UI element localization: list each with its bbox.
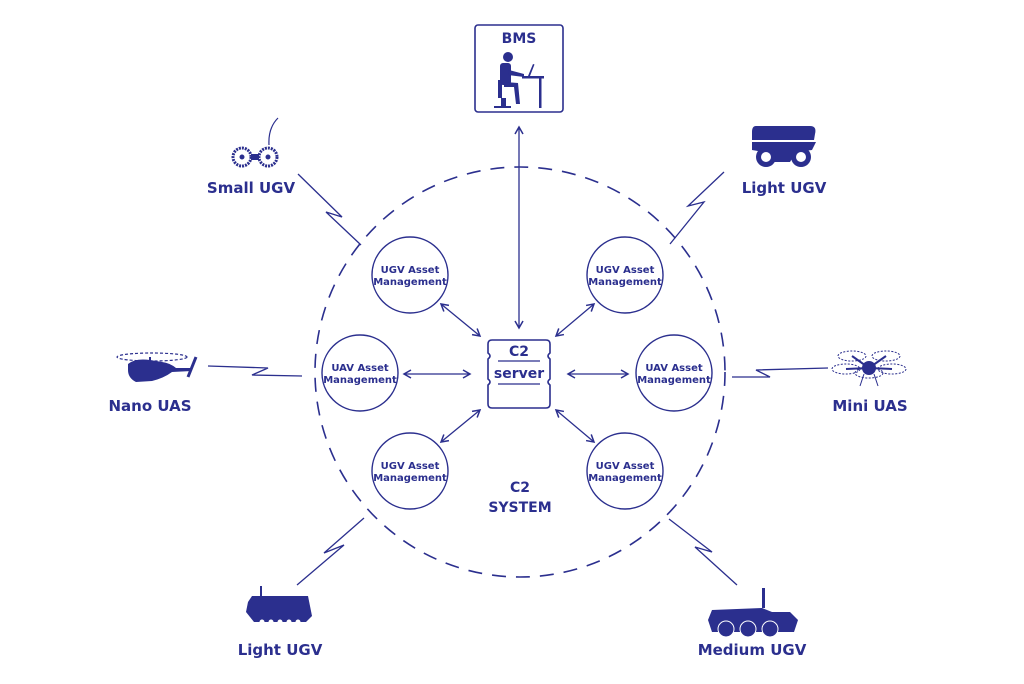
asset-medium-ugv[interactable]: Medium UGV (698, 588, 807, 659)
six-wheel-vehicle-icon (708, 588, 798, 638)
svg-text:UAV Asset: UAV Asset (331, 363, 389, 374)
radio-link-medium-ugv (668, 518, 738, 586)
module-uav-left[interactable]: UAV Asset Management (321, 334, 399, 412)
helicopter-icon (116, 352, 198, 382)
asset-label: Light UGV (238, 641, 323, 659)
c2-server-label-line1: C2 (509, 344, 529, 360)
arrow-top-left (439, 303, 482, 337)
svg-text:UGV Asset: UGV Asset (596, 265, 655, 276)
radio-links (207, 171, 829, 586)
small-ugv-icon (231, 117, 279, 168)
operator-at-desk-icon (494, 52, 544, 108)
module-ugv-top-left[interactable]: UGV Asset Management (371, 236, 449, 314)
svg-text:Management: Management (588, 473, 662, 484)
svg-text:UGV Asset: UGV Asset (596, 461, 655, 472)
svg-text:Management: Management (637, 375, 711, 386)
svg-text:UAV Asset: UAV Asset (645, 363, 703, 374)
c2-server[interactable]: C2 server (487, 339, 551, 409)
svg-text:Management: Management (588, 277, 662, 288)
svg-text:Management: Management (323, 375, 397, 386)
radio-link-nano-uas (207, 365, 303, 377)
svg-text:UGV Asset: UGV Asset (381, 265, 440, 276)
radio-link-mini-uas (732, 367, 829, 378)
svg-text:Management: Management (373, 473, 447, 484)
asset-label: Medium UGV (698, 641, 807, 659)
asset-label: Nano UAS (108, 397, 191, 415)
asset-label: Mini UAS (832, 397, 907, 415)
asset-light-ugv-top[interactable]: Light UGV (742, 126, 827, 197)
arrow-top-right (554, 303, 596, 337)
module-ugv-bottom-left[interactable]: UGV Asset Management (371, 432, 449, 510)
asset-label: Light UGV (742, 179, 827, 197)
svg-text:UGV Asset: UGV Asset (381, 461, 440, 472)
asset-small-ugv[interactable]: Small UGV (207, 117, 296, 197)
radio-link-small-ugv (297, 173, 362, 246)
module-uav-right[interactable]: UAV Asset Management (635, 334, 713, 412)
radio-link-light-ugv-top (669, 171, 725, 245)
server-module-arrows (402, 303, 630, 443)
c2-system-label-line2: SYSTEM (488, 500, 551, 516)
light-ugv-wheeled-icon (752, 126, 816, 167)
arrow-bottom-left (439, 409, 482, 443)
c2-server-label-line2: server (494, 366, 544, 382)
c2-system-label-line1: C2 (510, 480, 530, 496)
arrow-bottom-right (554, 409, 596, 443)
hexacopter-icon (831, 350, 907, 387)
bms-node[interactable]: BMS (474, 24, 564, 113)
radio-link-light-ugv-bottom (296, 517, 365, 586)
tracked-vehicle-icon (246, 586, 312, 625)
asset-nano-uas[interactable]: Nano UAS (108, 352, 198, 415)
module-ugv-top-right[interactable]: UGV Asset Management (586, 236, 664, 314)
asset-light-ugv-bottom[interactable]: Light UGV (238, 586, 323, 659)
svg-text:Management: Management (373, 277, 447, 288)
module-ugv-bottom-right[interactable]: UGV Asset Management (586, 432, 664, 510)
bms-label: BMS (502, 31, 537, 47)
asset-label: Small UGV (207, 179, 296, 197)
asset-mini-uas[interactable]: Mini UAS (831, 350, 908, 415)
